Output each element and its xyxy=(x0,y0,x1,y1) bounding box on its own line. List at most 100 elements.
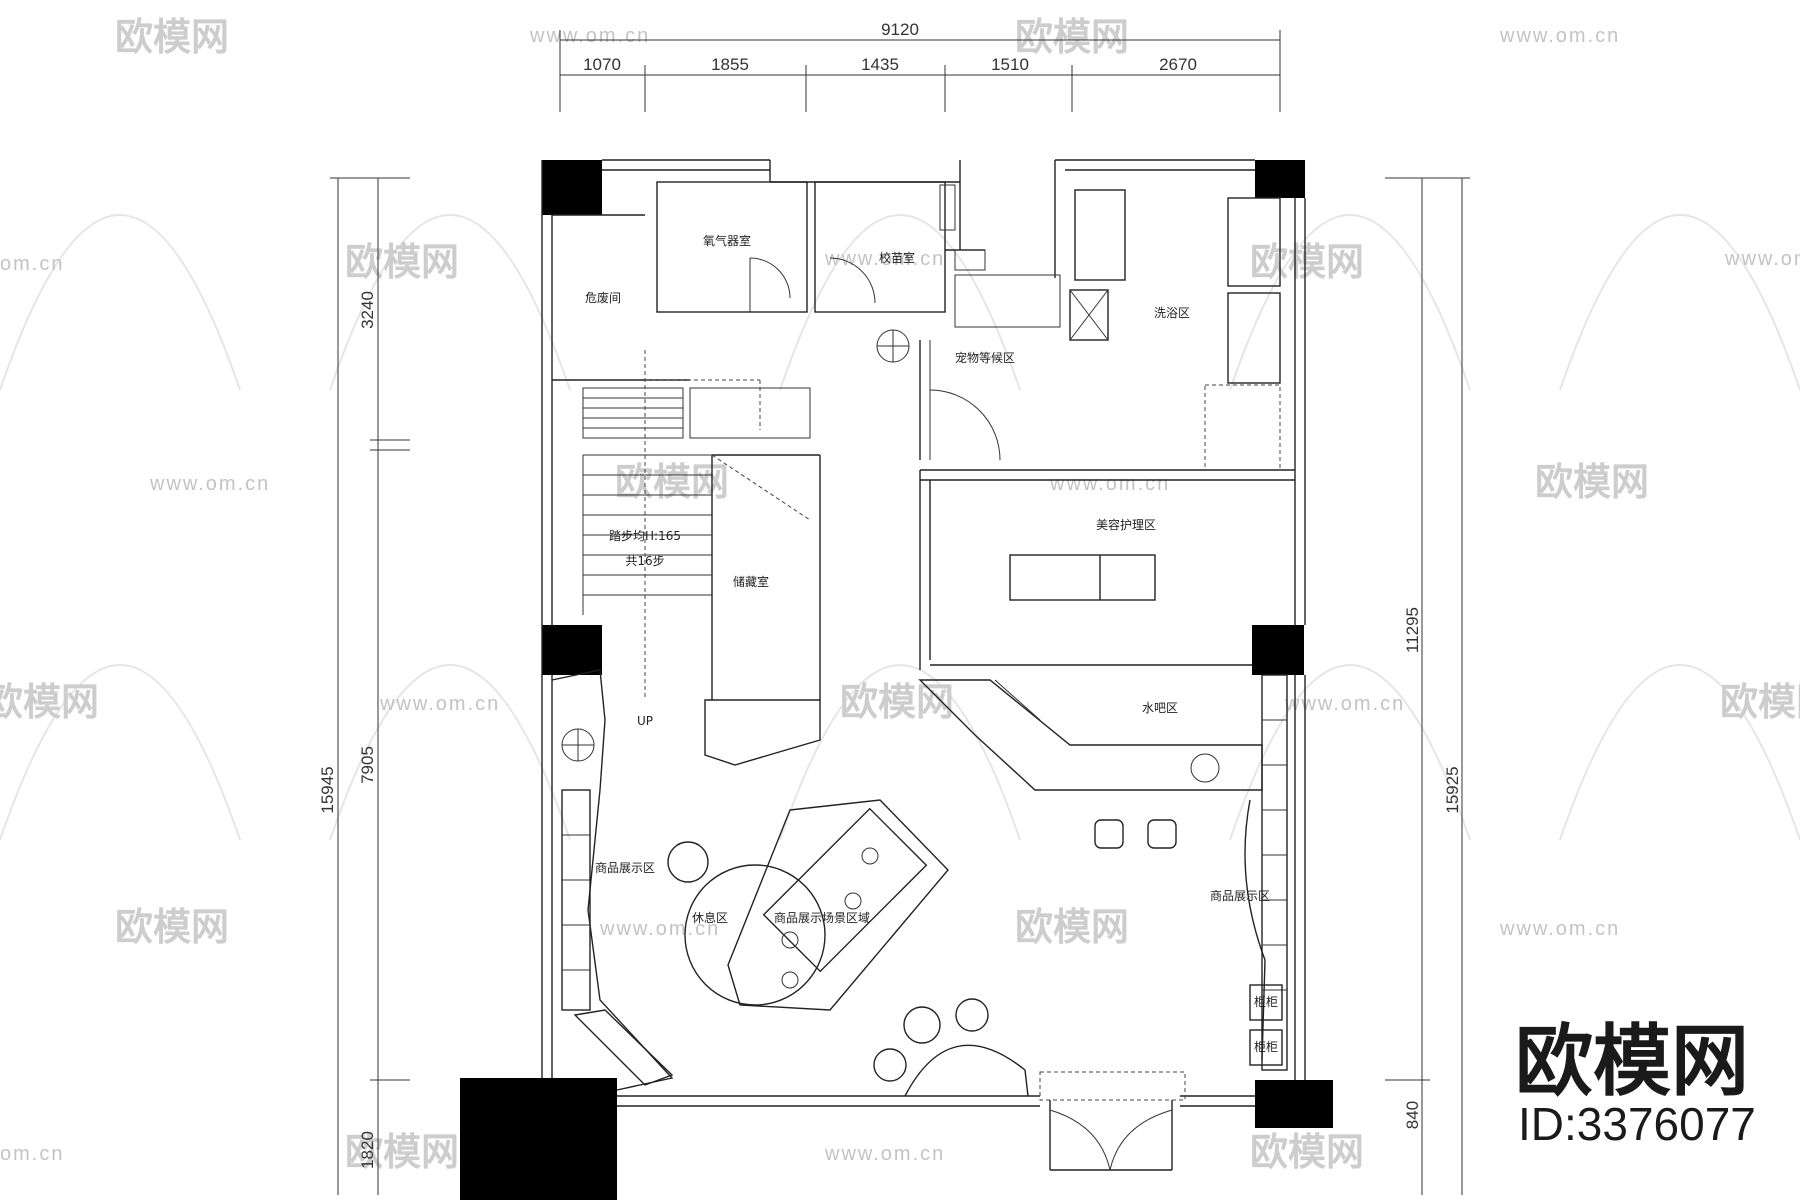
display-shelf xyxy=(1261,674,1288,1071)
watermark-url: www.om.cn xyxy=(599,918,720,940)
cabinet-label: 柜柜 xyxy=(1254,995,1278,1009)
rest-area-rug xyxy=(684,864,826,1006)
column xyxy=(542,160,602,215)
left-dimensions: 15945 3240 7905 1820 xyxy=(318,177,410,1195)
dimension-segment: 2670 xyxy=(1159,55,1197,74)
display-shelf-angled xyxy=(573,1009,674,1086)
watermark-url: www.om.cn xyxy=(1499,25,1620,47)
dimension-segment: 1435 xyxy=(861,55,899,74)
dimension-total-width: 9120 xyxy=(881,20,919,39)
plant-icon xyxy=(861,847,879,865)
room-label-wash: 洗浴区 xyxy=(1154,306,1190,320)
top-dimensions: 9120 1070 1855 1435 1510 2670 xyxy=(559,20,1281,112)
bar-stool xyxy=(1147,819,1177,849)
watermark-brand: 欧模网 xyxy=(0,680,99,724)
watermark-url: www.om.cn xyxy=(1724,248,1800,270)
watermark-brand: 欧模网 xyxy=(1015,905,1129,949)
column xyxy=(1252,625,1304,675)
watermark-layer: 欧模网 欧模网 www.om.cn www.om.cn om.cn 欧模网 ww… xyxy=(0,15,1800,1174)
room-label-water-bar: 水吧区 xyxy=(1142,701,1178,715)
watermark-url: om.cn xyxy=(0,1143,64,1165)
watermark-url: www.om.cn xyxy=(1049,473,1170,495)
room-label-storage: 储藏室 xyxy=(733,574,769,589)
dimension-left-total: 15945 xyxy=(318,766,337,813)
watermark-url: om.cn xyxy=(0,253,64,275)
watermark-brand: 欧模网 xyxy=(1015,15,1129,59)
bar-stool xyxy=(1094,819,1124,849)
room-labels: 危废间 氧气器室 校苗室 宠物等候区 洗浴区 美容护理区 储藏室 踏步均H:16… xyxy=(585,233,1278,1054)
column xyxy=(1255,160,1305,198)
cabinet xyxy=(1204,384,1281,471)
dimension-right-segment: 840 xyxy=(1403,1101,1422,1129)
watermark-brand: 欧模网 xyxy=(1250,240,1364,284)
dimension-segment: 1070 xyxy=(583,55,621,74)
brand-badge: 欧模网 ID:3376077 xyxy=(1515,1017,1756,1150)
round-stool xyxy=(667,841,709,883)
watermark-url: www.om.cn xyxy=(529,25,650,47)
wash-tub xyxy=(1227,292,1281,384)
door-swing xyxy=(829,257,876,304)
dimension-left-segment: 3240 xyxy=(358,291,377,329)
sink-icon xyxy=(1190,753,1220,783)
watermark-url: www.om.cn xyxy=(1499,918,1620,940)
column xyxy=(460,1078,617,1200)
chair xyxy=(873,1048,907,1082)
entrance-frame xyxy=(1039,1071,1186,1101)
right-dimensions: 15925 11295 840 xyxy=(1385,177,1470,1195)
room-label-hazard: 危废间 xyxy=(585,290,621,305)
room-label-display-right: 商品展示区 xyxy=(1210,888,1270,903)
display-table xyxy=(762,807,928,973)
door-swing xyxy=(929,389,1001,461)
watermark-url: www.om.cn xyxy=(379,693,500,715)
quarantine-room-outline xyxy=(814,181,946,313)
watermark-url: www.om.cn xyxy=(149,473,270,495)
dimension-left-segment: 1820 xyxy=(358,1131,377,1169)
dimension-right-total: 15925 xyxy=(1443,766,1462,813)
curved-bench xyxy=(904,1044,1029,1097)
wash-tub xyxy=(1227,197,1281,287)
watermark-arcs xyxy=(0,214,1800,841)
door-swing xyxy=(749,257,791,299)
dimension-right-segment: 11295 xyxy=(1403,607,1422,653)
watermark-brand: 欧模网 xyxy=(115,15,229,59)
watermark-brand: 欧模网 xyxy=(1250,1130,1364,1174)
room-label-pet-waiting: 宠物等候区 xyxy=(955,350,1015,365)
staircase xyxy=(582,350,811,700)
stair-up-label: UP xyxy=(637,714,653,728)
plant-icon xyxy=(781,931,799,949)
plant-icon xyxy=(561,329,910,762)
room-label-beauty: 美容护理区 xyxy=(1096,517,1156,532)
watermark-brand: 欧模网 xyxy=(1535,460,1649,504)
chair xyxy=(903,1006,941,1044)
cabinet xyxy=(1069,289,1109,341)
dimension-left-segment: 7905 xyxy=(358,746,377,784)
room-label-rest: 休息区 xyxy=(692,910,728,925)
display-shelf xyxy=(561,789,591,1011)
watermark-brand: 欧模网 xyxy=(1720,680,1800,724)
grooming-table xyxy=(1009,554,1156,601)
chair xyxy=(955,998,989,1032)
column xyxy=(542,625,602,675)
room-label-display-left: 商品展示区 xyxy=(595,860,655,875)
exterior-walls xyxy=(541,159,1306,1107)
cabinet xyxy=(1249,984,1283,1021)
watermark-url: www.om.cn xyxy=(824,1143,945,1165)
brand-badge-name: 欧模网 xyxy=(1515,1017,1749,1107)
dimension-segment: 1855 xyxy=(711,55,749,74)
stair-note: 共16步 xyxy=(625,554,664,568)
scene-display-island xyxy=(727,799,949,1011)
room-label-scene-display: 商品展示场景区域 xyxy=(774,910,870,925)
watermark-brand: 欧模网 xyxy=(345,1130,459,1174)
cabinet xyxy=(1249,1029,1283,1066)
watermark-url: www.om.cn xyxy=(1284,693,1405,715)
watermark-brand: 欧模网 xyxy=(345,240,459,284)
watermark-brand: 欧模网 xyxy=(840,680,954,724)
counter xyxy=(704,699,821,766)
watermark-brand: 欧模网 xyxy=(615,460,729,504)
left-display-curve xyxy=(551,669,674,1091)
bar-counter xyxy=(918,679,1263,791)
display-curve xyxy=(1244,799,1266,1061)
door-swing xyxy=(1109,1109,1173,1171)
